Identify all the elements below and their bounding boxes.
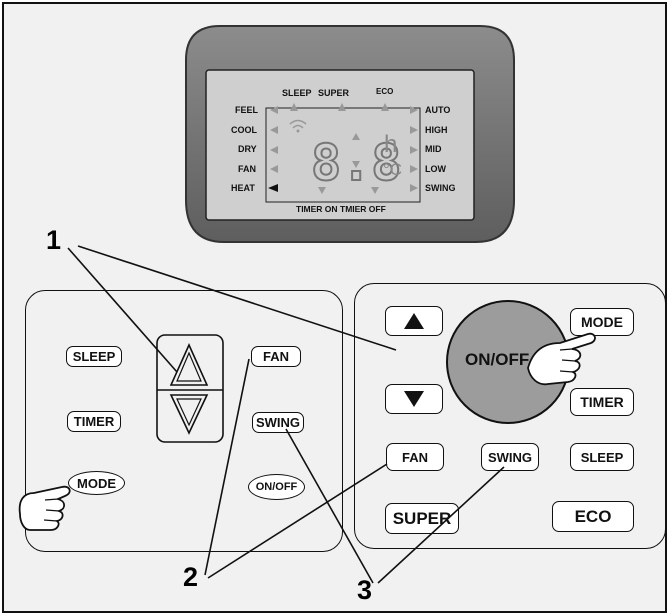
lcd-label-timer-on: TIMER ON — [296, 204, 338, 214]
lcd-unit-hour: h — [384, 131, 397, 158]
lcd-label-auto: AUTO — [425, 105, 450, 115]
right-swing-button[interactable]: SWING — [481, 443, 539, 471]
lcd-label-swing: SWING — [425, 183, 456, 193]
lcd-label-timer-off: TMIER OFF — [340, 204, 386, 214]
lcd-label-feel: FEEL — [235, 105, 259, 115]
power-button-label[interactable]: ON/OFF — [465, 350, 530, 369]
lcd-label-high: HIGH — [425, 125, 448, 135]
down-arrow-icon — [404, 391, 424, 407]
right-timer-button[interactable]: TIMER — [570, 388, 634, 416]
right-fan-button[interactable]: FAN — [386, 443, 444, 471]
wifi-icon — [289, 119, 307, 133]
left-sleep-button[interactable]: SLEEP — [66, 346, 122, 367]
left-fan-button[interactable]: FAN — [251, 346, 301, 367]
pointing-hand-icon — [18, 485, 71, 531]
callout-2: 2 — [183, 562, 199, 592]
lcd-unit-celsius: °C — [383, 160, 402, 179]
down-arrow-icon[interactable] — [169, 394, 209, 435]
right-eco-button[interactable]: ECO — [552, 501, 634, 532]
up-button[interactable] — [385, 306, 443, 336]
down-button[interactable] — [385, 384, 443, 414]
up-arrow-icon — [404, 313, 424, 329]
right-super-button[interactable]: SUPER — [385, 503, 459, 534]
lcd-label-cool: COOL — [231, 125, 258, 135]
lcd-label-fan: FAN — [238, 164, 256, 174]
callout-1: 1 — [46, 225, 62, 255]
callout-3: 3 — [357, 575, 373, 605]
left-mode-button[interactable]: MODE — [68, 471, 125, 495]
left-onoff-button[interactable]: ON/OFF — [248, 474, 305, 500]
right-sleep-button[interactable]: SLEEP — [570, 443, 634, 471]
lcd-label-dry: DRY — [238, 144, 257, 154]
left-timer-button[interactable]: TIMER — [67, 411, 121, 432]
left-swing-button[interactable]: SWING — [252, 412, 304, 433]
up-arrow-icon[interactable] — [169, 343, 209, 386]
lcd-label-heat: HEAT — [231, 183, 255, 193]
lcd-label-sleep: SLEEP — [282, 88, 312, 98]
display-unit: SLEEP SUPER ECO FEEL COOL DRY FAN HEAT A… — [185, 25, 515, 243]
lcd-label-eco: ECO — [376, 87, 393, 96]
lcd-label-super: SUPER — [318, 88, 350, 98]
right-mode-button[interactable]: MODE — [570, 308, 634, 336]
lcd-label-low: LOW — [425, 164, 446, 174]
left-updown-pad — [156, 334, 224, 443]
pointing-hand-icon — [527, 332, 596, 386]
lcd-label-mid: MID — [425, 144, 442, 154]
